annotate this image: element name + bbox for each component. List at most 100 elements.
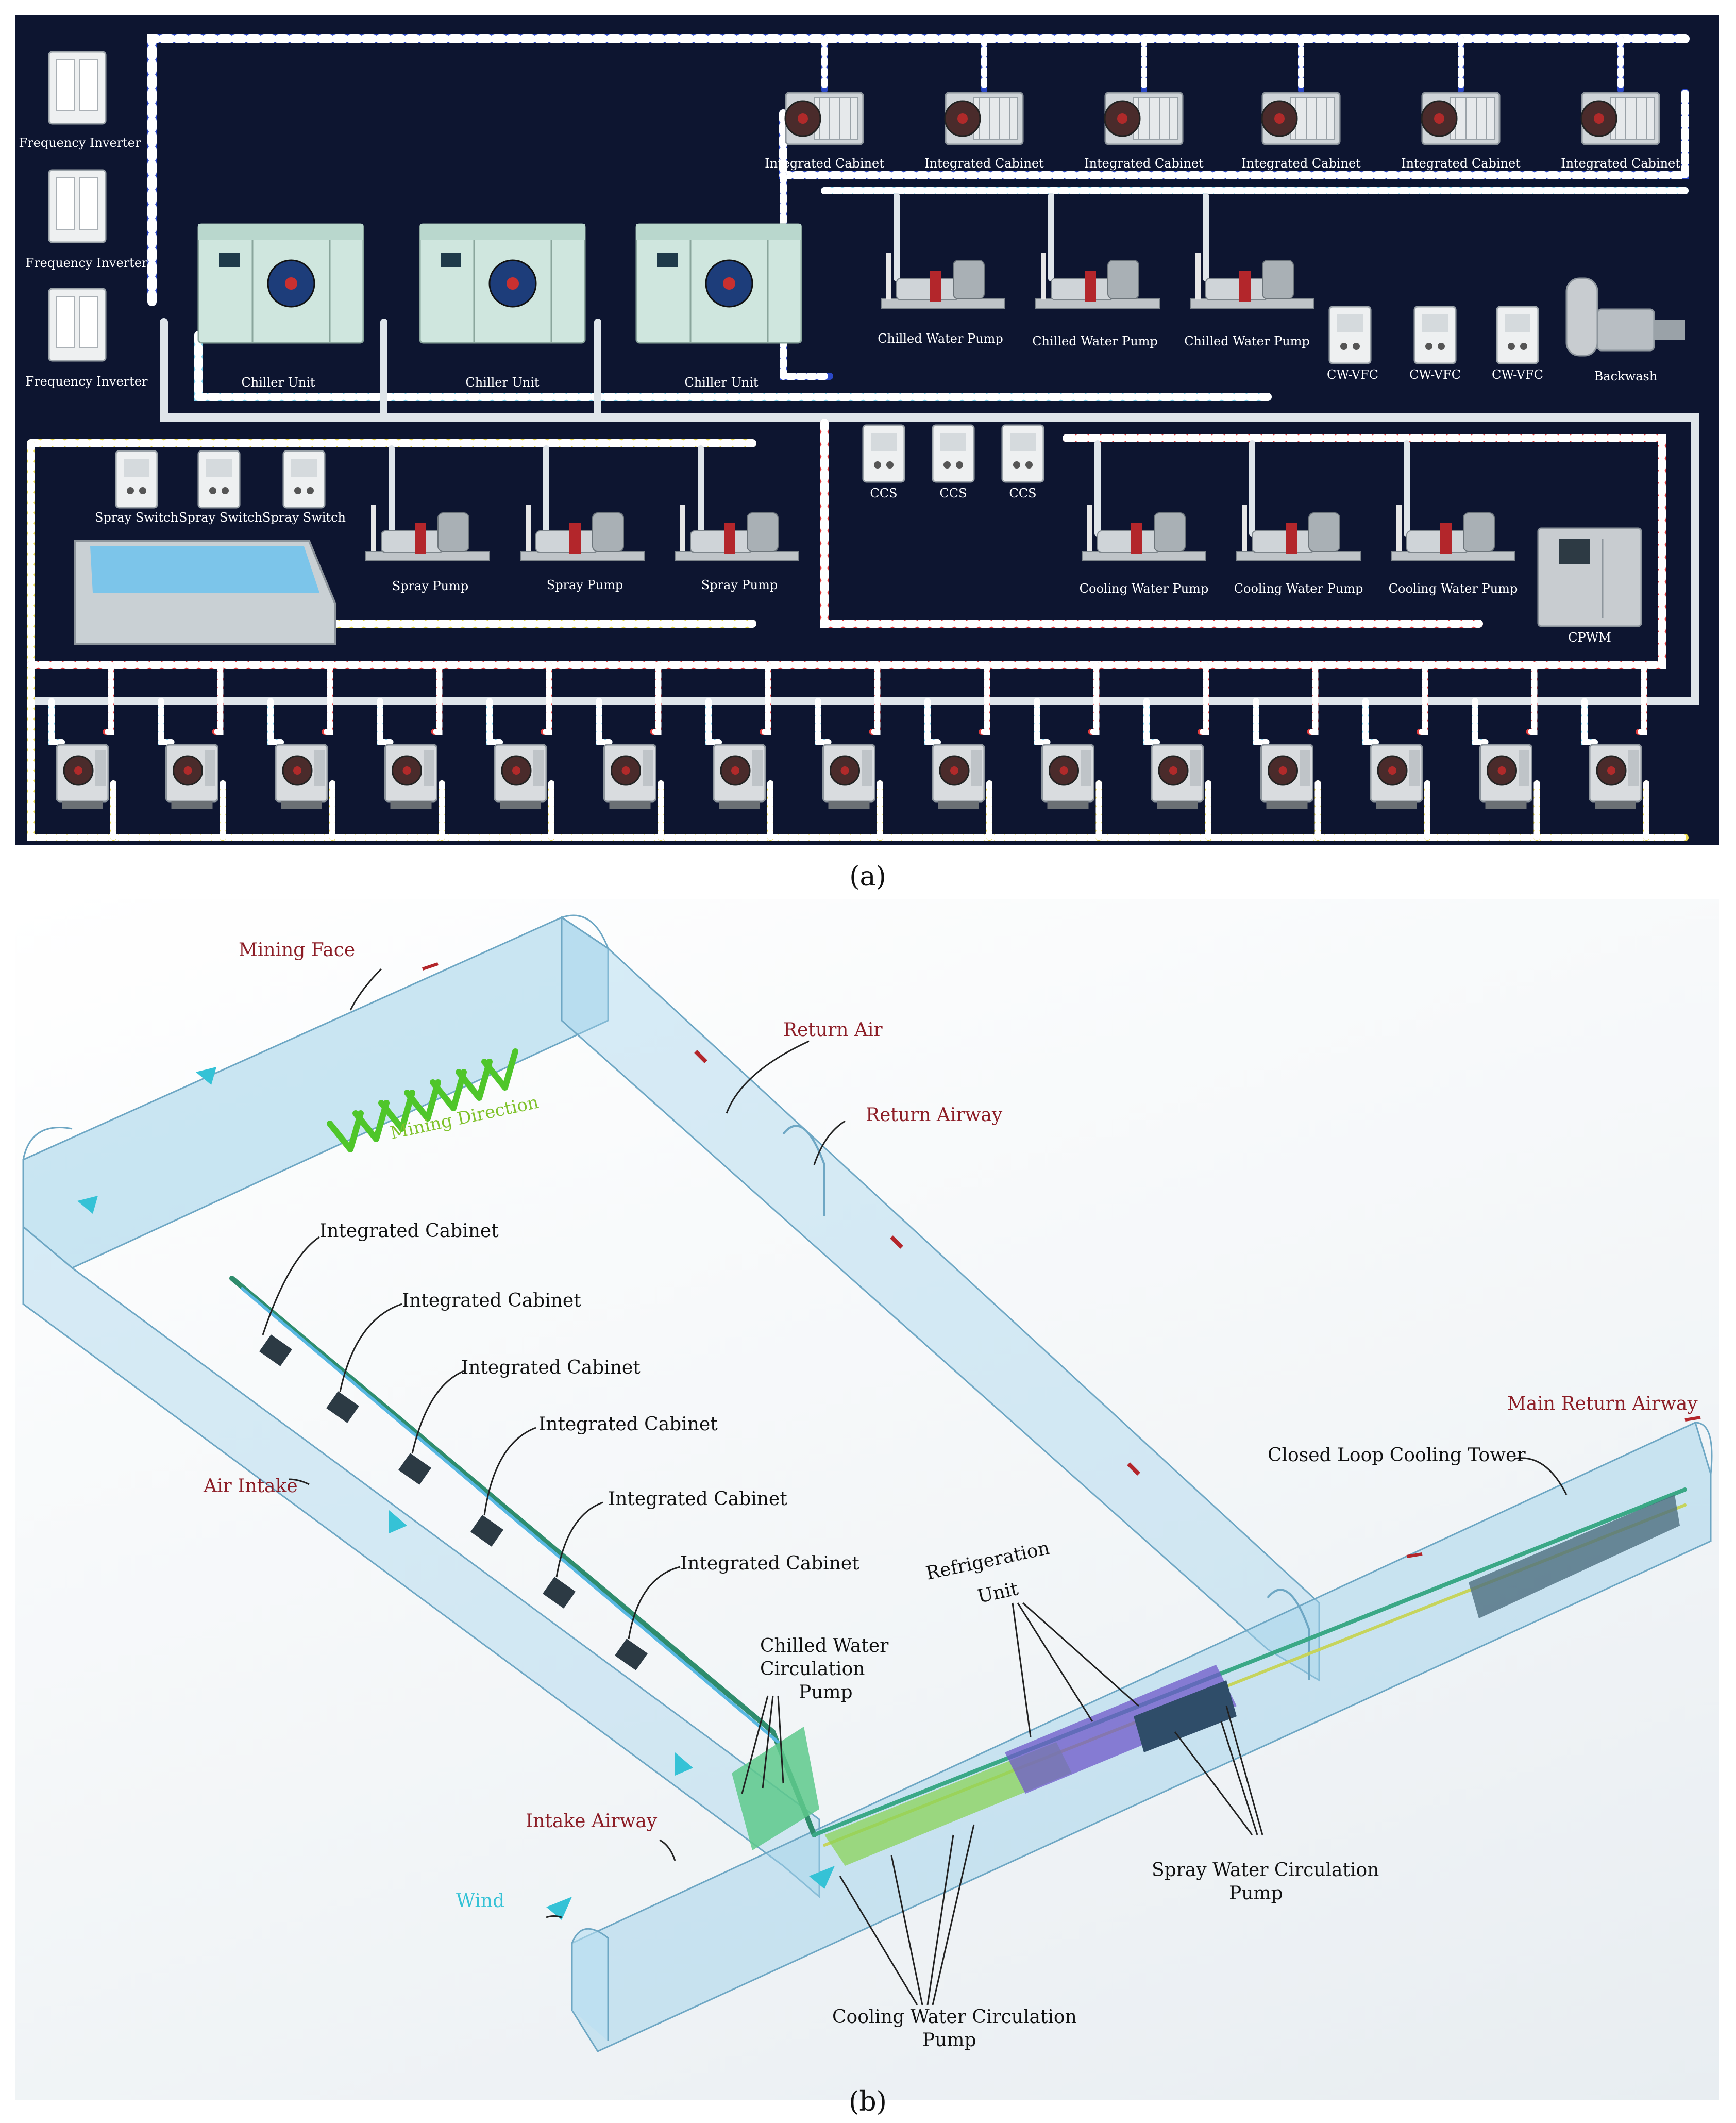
integrated-cabinet-icon	[543, 1577, 576, 1609]
integrated-cabinet-icon	[398, 1453, 431, 1485]
terminal-cooling-unit-icon	[1151, 744, 1204, 810]
spray-water-pump-label-line2: Pump	[1229, 1883, 1283, 1904]
chilled-water-pump-label: Chilled Water Pump	[878, 331, 1003, 346]
cpwm-icon	[1537, 527, 1642, 627]
airflow-arrow-icon	[809, 1866, 835, 1889]
integrated-cabinets: Integrated Cabinet Integrated Cabinet In…	[765, 92, 1680, 171]
branch-pipe-dash	[267, 698, 284, 745]
panel-b-caption: (b)	[849, 2086, 887, 2117]
backwash-label: Backwash	[1594, 369, 1658, 383]
chiller-unit-icon	[419, 223, 586, 344]
chilled-water-pump-label-line2: Circulation	[760, 1659, 865, 1680]
branch-pipe-dash	[979, 662, 990, 735]
branch-pipe-dash	[1472, 698, 1489, 745]
terminal-cooling-unit-icon	[494, 744, 547, 810]
frequency-inverter-label: Frequency Inverter	[19, 136, 141, 150]
branch-pipe-dash	[158, 698, 175, 745]
chiller-unit-icon	[197, 223, 364, 344]
return-air-arrow-icon	[1406, 1552, 1423, 1558]
chiller-units: Chiller Unit Chiller Unit Chiller Unit	[197, 223, 802, 390]
chilled-water-pump-block	[732, 1727, 819, 1850]
frequency-inverter-label: Frequency Inverter	[26, 374, 148, 389]
refrigeration-unit-block	[1005, 1665, 1237, 1794]
integrated-cabinet-icon	[259, 1334, 292, 1366]
spray-pumps: Spray Pump Spray Pump Spray Pump	[365, 505, 799, 593]
spray-switch-label: Spray Switch	[179, 510, 262, 525]
branch-pipe-dash	[1307, 662, 1319, 735]
integrated-cabinet-icon	[1580, 92, 1660, 145]
spray-switch-label: Spray Switch	[95, 510, 178, 525]
integrated-cabinet-icon	[1104, 92, 1184, 145]
integrated-cabinet-label: Integrated Cabinet	[1561, 156, 1680, 171]
ccs-label: CCS	[1009, 486, 1036, 500]
backwash-icon	[1565, 277, 1685, 357]
integrated-cabinet-icon	[1261, 92, 1341, 145]
chiller-unit-label: Chiller Unit	[465, 375, 540, 390]
return-air-arrow-icon	[694, 1050, 707, 1063]
spray-pump-label: Spray Pump	[547, 578, 623, 592]
branch-pipe-dash	[815, 698, 832, 745]
mining-direction-arrow-icon	[481, 1048, 518, 1091]
frequency-inverters: Frequency Inverter Frequency Inverter Fr…	[19, 51, 148, 389]
cooling-water-pump-block	[824, 1742, 1072, 1866]
intake-airway-label: Intake Airway	[526, 1811, 658, 1832]
branch-pipe-dash	[650, 662, 662, 735]
integrated-cabinet-label: Integrated Cabinet	[402, 1290, 581, 1311]
chiller-unit-icon	[635, 223, 802, 344]
branch-pipe-dash	[1417, 662, 1428, 735]
integrated-cabinet-label: Integrated Cabinet	[1084, 156, 1204, 171]
integrated-cabinet-icon	[784, 92, 864, 145]
chilled-water-supply-pipe	[147, 34, 1690, 380]
integrated-cabinet-label: Integrated Cabinet	[1401, 156, 1521, 171]
cooling-water-pipe	[27, 419, 1666, 669]
closed-loop-cooling-tower-icon	[1469, 1495, 1680, 1618]
mining-direction-arrow-icon	[352, 1100, 390, 1142]
terminal-cooling-unit-icon	[1479, 744, 1532, 810]
cooling-water-pumps: Cooling Water Pump Cooling Water Pump Co…	[1080, 505, 1518, 596]
integrated-cabinet-icon	[326, 1391, 359, 1423]
cw-vfc-label: CW-VFC	[1409, 367, 1461, 382]
spray-pool	[74, 540, 336, 645]
branch-pipe-dash	[1253, 698, 1270, 745]
terminal-cooling-unit-icon	[165, 744, 218, 810]
cw-vfc-group: CW-VFC CW-VFC CW-VFC	[1327, 306, 1543, 382]
closed-loop-cooling-tower-label: Closed Loop Cooling Tower	[1268, 1445, 1526, 1466]
cpwm-label: CPWM	[1568, 630, 1611, 645]
branch-pipe-dash	[1581, 698, 1598, 745]
refrigeration-unit-label-line2: Unit	[975, 1578, 1020, 1608]
terminal-cooling-unit-icon	[822, 744, 875, 810]
branch-pipe-dash	[486, 698, 503, 745]
airflow-arrow-icon	[675, 1752, 693, 1776]
spray-water-pipe	[27, 439, 1689, 841]
frequency-inverter-icon	[48, 169, 107, 243]
cw-vfc-icon	[1328, 306, 1372, 364]
return-air-arrow-icon	[422, 962, 439, 971]
spray-switch-label: Spray Switch	[262, 510, 346, 525]
mining-direction-arrow-icon	[456, 1059, 493, 1101]
main-return-airway-label: Main Return Airway	[1507, 1393, 1698, 1414]
branch-pipe-dash	[103, 662, 114, 735]
mining-direction-arrows	[327, 1048, 518, 1152]
spray-switch-icon	[115, 450, 158, 509]
spray-switch-icon	[282, 450, 326, 509]
frequency-inverter-icon	[48, 288, 107, 362]
integrated-cabinet-icon	[470, 1515, 503, 1547]
spray-pump-label: Spray Pump	[701, 578, 778, 592]
terminal-cooling-unit-icon	[932, 744, 985, 810]
cooling-water-pump-label: Cooling Water Pump	[1080, 581, 1209, 596]
cooling-water-pump-label-line1: Cooling Water Circulation	[832, 2007, 1077, 2028]
branch-pipe-dash	[1198, 662, 1209, 735]
integrated-cabinet-label: Integrated Cabinet	[924, 156, 1044, 171]
ccs-icon	[862, 424, 905, 483]
branch-pipe-dash	[1636, 662, 1647, 735]
chilled-water-return-pipe	[27, 193, 1699, 705]
branch-pipe-dash	[48, 698, 65, 745]
terminal-cooling-unit-icon	[1370, 744, 1423, 810]
frequency-inverter-icon	[48, 51, 107, 125]
frequency-inverter-label: Frequency Inverter	[26, 256, 148, 270]
ccs-group: CCS CCS CCS	[862, 424, 1044, 500]
integrated-cabinet-label: Integrated Cabinet	[680, 1553, 859, 1574]
integrated-cabinet-label: Integrated Cabinet	[608, 1489, 787, 1510]
panel-b-leaders	[262, 968, 1568, 2005]
